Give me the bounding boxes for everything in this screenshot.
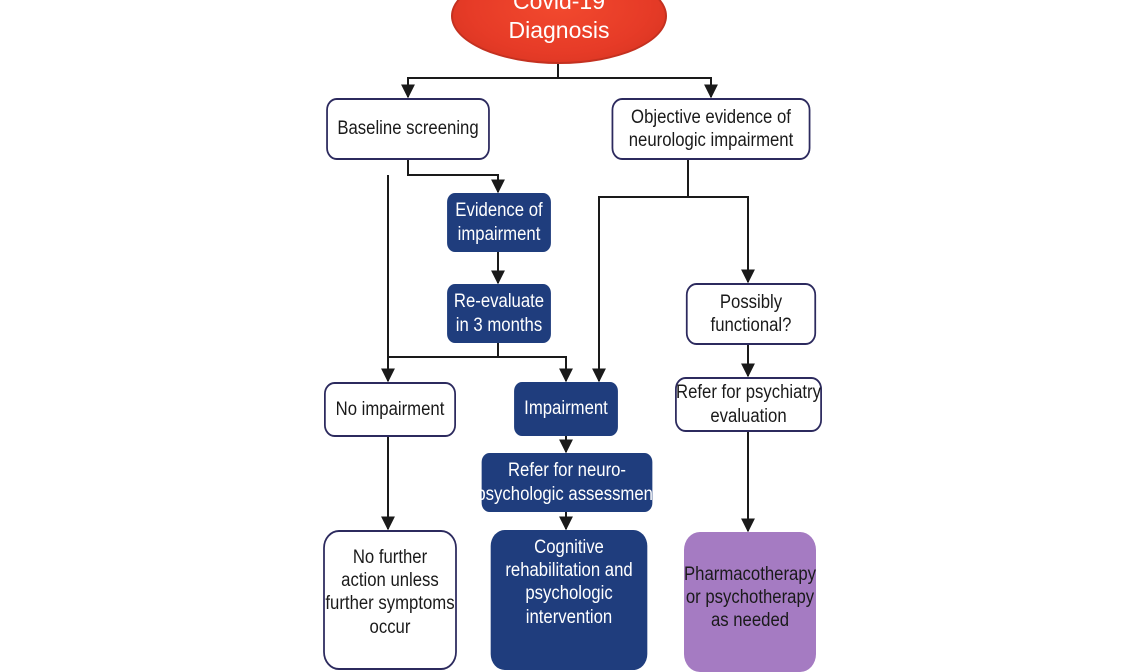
node-pharma-line-1: Pharmacotherapy bbox=[684, 564, 816, 585]
node-neuro-line-1: Refer for neuro- bbox=[507, 460, 627, 482]
node-cognitive-line-2: rehabilitation and bbox=[505, 560, 633, 582]
node-pharmacotherapy: Pharmacotherapy or psychotherapy as need… bbox=[684, 532, 816, 672]
node-cognitive-line-3: psychologic bbox=[525, 583, 613, 605]
node-evidence-line-2: impairment bbox=[457, 223, 541, 245]
edge-objective-impairment bbox=[592, 196, 688, 383]
node-objective-evidence: Objective evidence of neurologic impairm… bbox=[611, 98, 811, 160]
start-node-covid-diagnosis: Covid-19 Diagnosis bbox=[451, 0, 667, 64]
node-objective-line-1: Objective evidence of bbox=[631, 106, 791, 128]
node-objective-line-2: neurologic impairment bbox=[628, 130, 794, 151]
node-reevaluate-line-2: in 3 months bbox=[455, 314, 543, 336]
edge-baseline-evidence bbox=[407, 160, 505, 194]
node-no-impairment: No impairment bbox=[324, 382, 456, 437]
node-baseline-label: Baseline screening bbox=[337, 118, 479, 140]
node-neuro-line-2: psychologic assessment bbox=[476, 483, 658, 505]
node-possibly-line-1: Possibly bbox=[719, 291, 783, 313]
node-impairment-label: Impairment bbox=[524, 398, 608, 420]
flowchart-connectors bbox=[381, 64, 755, 533]
node-reevaluate-line-1: Re-evaluate bbox=[453, 291, 545, 313]
node-psychiatry-line-1: Refer for psychiatry bbox=[676, 382, 821, 404]
node-psychiatry-line-2: evaluation bbox=[710, 405, 787, 427]
node-reevaluate: Re-evaluate in 3 months bbox=[447, 284, 551, 343]
node-no-further-line-3: further symptoms bbox=[325, 593, 455, 615]
start-line-2: Diagnosis bbox=[508, 17, 610, 43]
node-pharma-line-3: as needed bbox=[710, 610, 790, 632]
edge-reevaluate-merge bbox=[388, 343, 499, 358]
edge-start-objective bbox=[558, 77, 718, 99]
node-evidence-of-impairment: Evidence of impairment bbox=[447, 193, 551, 252]
node-no-further-line-4: occur bbox=[369, 616, 411, 638]
flowchart: Covid-19 Diagnosis Baseline screening Ob… bbox=[323, 0, 822, 672]
node-evidence-line-1: Evidence of bbox=[455, 200, 543, 222]
node-no-further-action: No further action unless further symptom… bbox=[323, 530, 457, 670]
node-cognitive-line-4: intervention bbox=[525, 606, 613, 628]
node-cognitive-line-1: Cognitive bbox=[534, 537, 604, 558]
edge-start-baseline bbox=[401, 64, 559, 99]
start-line-1: Covid-19 bbox=[512, 0, 606, 15]
node-possibly-functional: Possibly functional? bbox=[685, 283, 817, 345]
node-no-impairment-label: No impairment bbox=[335, 398, 445, 420]
node-impairment: Impairment bbox=[514, 382, 618, 436]
node-baseline-screening: Baseline screening bbox=[326, 98, 490, 160]
edge-reevaluate-impairment bbox=[498, 356, 573, 383]
node-possibly-line-2: functional? bbox=[710, 315, 792, 336]
node-pharma-line-2: or psychotherapy bbox=[685, 587, 815, 609]
node-no-further-line-2: action unless bbox=[341, 570, 439, 592]
node-no-further-line-1: No further bbox=[352, 547, 428, 568]
node-cognitive-rehabilitation: Cognitive rehabilitation and psychologic… bbox=[490, 530, 648, 670]
node-refer-psychiatry: Refer for psychiatry evaluation bbox=[675, 377, 822, 432]
node-refer-neuropsychologic: Refer for neuro- psychologic assessment bbox=[476, 453, 658, 512]
edge-objective-possibly bbox=[688, 196, 755, 284]
